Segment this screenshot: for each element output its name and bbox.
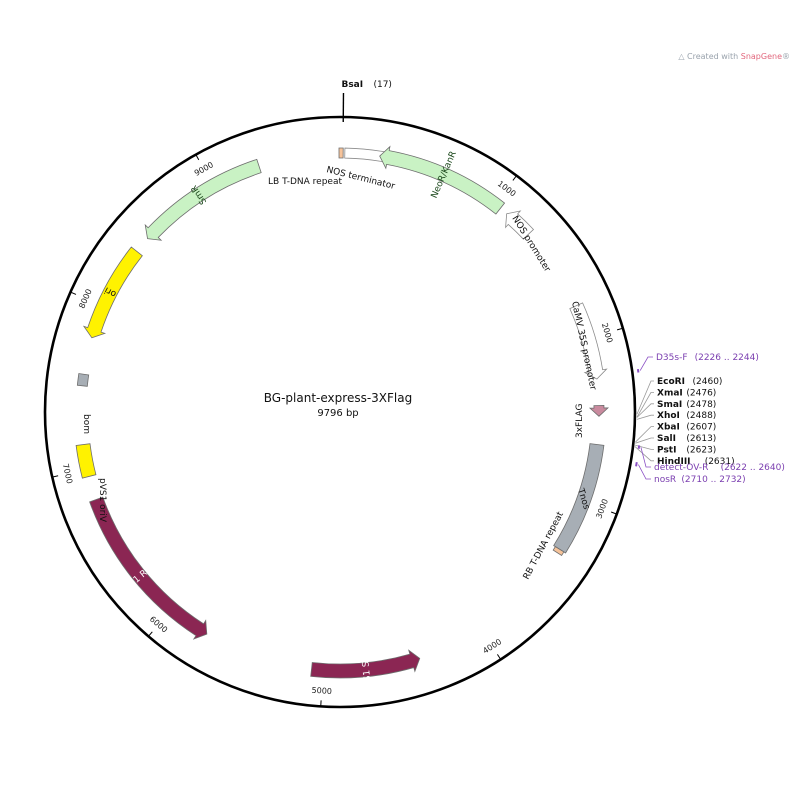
feature-stra (310, 649, 421, 679)
site-name-hindiii: HindIII (657, 457, 691, 467)
tick-label: 7000 (61, 463, 74, 485)
feature-flag (588, 404, 609, 417)
feature-camv (569, 302, 608, 380)
site-position: (2631) (705, 457, 735, 467)
tick-label: 5000 (311, 686, 332, 696)
primer-leader (639, 356, 653, 371)
primer-leader (638, 464, 651, 480)
site-position: (2623) (686, 445, 716, 455)
site-leader (635, 444, 654, 450)
backbone-circle (43, 115, 637, 709)
feature-label-stra: pVS1 StaA (360, 645, 375, 694)
tick-mark (70, 291, 77, 295)
primer-range: (2710 .. 2732) (681, 475, 745, 485)
primer-range: (2622 .. 2640) (721, 463, 785, 473)
credit-brand: SnapGene (740, 52, 782, 61)
site-leader (636, 414, 654, 420)
site-position: (2476) (686, 388, 716, 398)
site-leader (636, 380, 654, 415)
primer-arrow-nosr (635, 461, 638, 467)
tick-label: 6000 (148, 615, 169, 635)
tick-label: 8000 (77, 288, 94, 310)
site-name-smai: SmaI (657, 400, 682, 410)
feature-label-ori: ori (103, 284, 118, 298)
site-position: (2607) (686, 423, 716, 433)
site-name-xmai: XmaI (657, 388, 683, 398)
feature-lb (338, 147, 344, 159)
feature-label-nos_prom: NOS promoter (509, 214, 552, 274)
tick-label: 2000 (600, 322, 614, 344)
site-leader (635, 426, 654, 443)
feature-tnos (553, 443, 605, 554)
tick-mark (52, 475, 59, 478)
site-name-ecori: EcoRI (657, 377, 685, 387)
plasmid-size: 9796 bp (317, 408, 358, 419)
feature-label-bom: bom (81, 414, 91, 434)
tick-mark (195, 154, 200, 161)
tick-mark (616, 327, 623, 331)
feature-neor (379, 145, 506, 215)
primer-leader (640, 447, 651, 468)
primer-name: detect-OV-R (654, 463, 708, 473)
plasmid-name: BG-plant-express-3XFlag (264, 391, 412, 405)
site-leader (636, 391, 654, 418)
bsai-position: (17) (373, 80, 391, 90)
site-layer: BsaI (17) EcoRI (2460) XmaI(2476) SmaI (2478) X… (341, 80, 734, 467)
tick-mark (610, 511, 617, 515)
feature-bom (76, 373, 90, 387)
credit-prefix: Created with (687, 52, 741, 61)
primer-name: D35s-F (656, 353, 688, 363)
tick-label: 1000 (496, 179, 518, 198)
snapgene-logo-icon: △ (678, 52, 685, 61)
feature-pvs1ori (75, 443, 97, 479)
primer-name: nosR (654, 475, 676, 485)
feature-label-flag: 3xFLAG (575, 404, 585, 438)
tick-mark (148, 631, 153, 637)
feature-nos_prom (505, 210, 535, 240)
primer-layer: D35s-F (2226 .. 2244) detect-OV-R (2622 .. … (635, 353, 785, 485)
feature-rb (552, 546, 565, 557)
tick-mark (512, 175, 517, 181)
site-position: (2478) (686, 400, 716, 410)
site-leader (635, 437, 654, 444)
site-name-sali: SalI (657, 434, 676, 444)
feature-smr (144, 158, 262, 241)
backbone-layer (43, 115, 637, 709)
tick-label: 4000 (481, 637, 503, 656)
site-leader (634, 446, 654, 462)
site-name-xbai: XbaI (657, 423, 680, 433)
feature-repa (89, 496, 208, 640)
snapgene-credit: △ Created with SnapGene® (678, 52, 790, 61)
site-name-xhoi: XhoI (657, 411, 680, 421)
site-position: (2460) (693, 377, 723, 387)
site-position: (2613) (686, 434, 716, 444)
feature-label-lb: LB T-DNA repeat (268, 177, 342, 187)
site-name-psti: PstI (657, 445, 676, 455)
tick-mark (496, 654, 502, 660)
tick-label: 9000 (193, 160, 215, 178)
tick-layer: 1000 2000 3000 4000 5000 6000 7000 8000 9000 (52, 154, 623, 707)
primer-range: (2226 .. 2244) (695, 353, 759, 363)
credit-suffix: ® (782, 52, 790, 61)
tick-label: 3000 (594, 498, 609, 520)
bsai-name: BsaI (341, 80, 363, 90)
site-position: (2488) (686, 411, 716, 421)
site-leader (636, 403, 654, 418)
feature-label-pvs1ori: pVS1 oriV (97, 478, 107, 523)
feature-ori (82, 246, 143, 339)
